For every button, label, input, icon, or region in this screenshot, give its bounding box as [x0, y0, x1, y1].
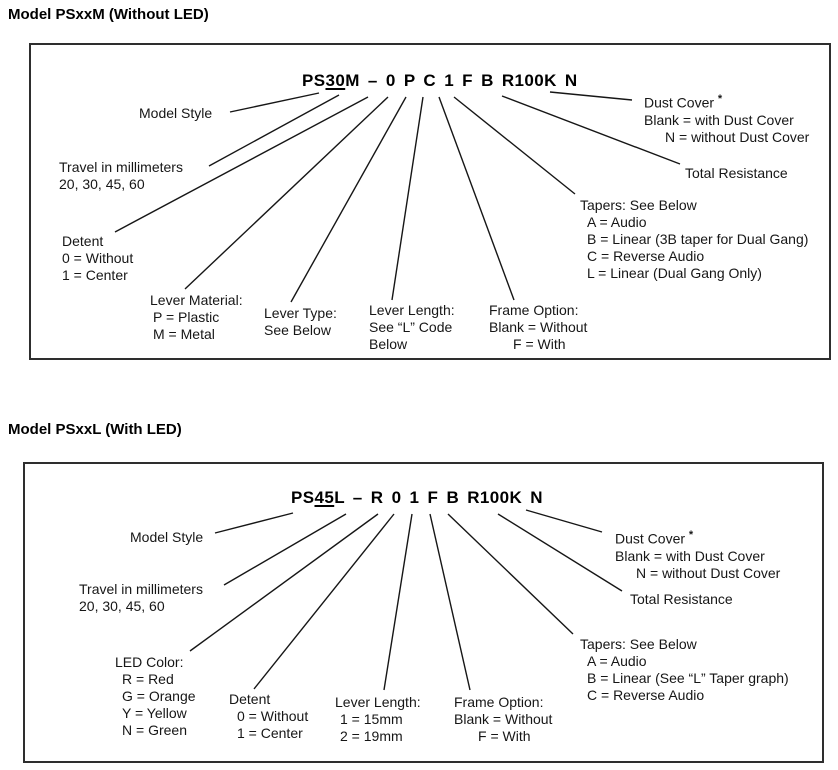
callout-lever-length-option: 2 = 19mm: [340, 728, 403, 744]
callout-travel: Travel in millimeters 20, 30, 45, 60: [59, 159, 183, 193]
callout-detent-title: Detent: [62, 233, 104, 249]
callout-led-color-title: LED Color:: [115, 654, 184, 670]
callout-dust-cover-option: N = without Dust Cover: [636, 564, 781, 581]
callout-frame-option: Frame Option: Blank = Without F = With: [489, 302, 587, 353]
callout-tapers-option: C = Reverse Audio: [587, 687, 705, 703]
callout-frame-option-option: F = With: [513, 336, 566, 352]
callout-travel-values: 20, 30, 45, 60: [79, 598, 165, 614]
callout-frame-option-option: F = With: [478, 728, 531, 744]
callout-frame-option-option: Blank = Without: [489, 319, 588, 335]
callout-frame-option: Frame Option: Blank = Without F = With: [454, 694, 552, 745]
callout-total-resistance: Total Resistance: [630, 591, 733, 607]
callout-tapers-title: Tapers: See Below: [580, 636, 697, 652]
callout-frame-option-title: Frame Option:: [489, 302, 579, 318]
section-psxxl-heading: Model PSxxL (With LED): [8, 421, 182, 438]
part-number-suffix: M – 0 P C 1 F B R100K N: [345, 71, 578, 90]
callout-led-color-option: N = Green: [122, 722, 187, 738]
callout-led-color-option: G = Orange: [122, 688, 196, 704]
callout-frame-option-option: Blank = Without: [454, 711, 553, 727]
callout-detent-option: 1 = Center: [62, 267, 128, 283]
callout-led-color-option: R = Red: [122, 671, 174, 687]
callout-lever-type-note: See Below: [264, 322, 331, 338]
callout-tapers-option: A = Audio: [587, 214, 647, 230]
footnote-asterisk: *: [688, 529, 694, 541]
callout-travel-title: Travel in millimeters: [79, 581, 203, 597]
part-number-travel-code: 30: [325, 71, 346, 90]
callout-tapers-option: B = Linear (3B taper for Dual Gang): [587, 231, 809, 247]
callout-lever-length-note: Below: [369, 336, 408, 352]
callout-tapers-option: B = Linear (See “L” Taper graph): [587, 670, 789, 686]
callout-lever-length-option: 1 = 15mm: [340, 711, 403, 727]
callout-dust-cover-option: N = without Dust Cover: [665, 128, 810, 145]
callout-detent: Detent 0 = Without 1 = Center: [62, 233, 133, 284]
callout-tapers-option: A = Audio: [587, 653, 647, 669]
callout-dust-cover: Dust Cover * Blank = with Dust Cover N =…: [615, 527, 780, 582]
part-number-prefix: PS: [291, 488, 315, 507]
callout-detent-title: Detent: [229, 691, 271, 707]
callout-dust-cover: Dust Cover * Blank = with Dust Cover N =…: [644, 91, 809, 146]
callout-frame-option-title: Frame Option:: [454, 694, 544, 710]
part-number-psxxl: PS45L – R 0 1 F B R100K N: [291, 488, 543, 508]
diagram-box-psxxm: PS30M – 0 P C 1 F B R100K N Model Style …: [29, 43, 831, 360]
callout-lever-length: Lever Length: 1 = 15mm 2 = 19mm: [335, 694, 421, 745]
callout-lever-material: Lever Material: P = Plastic M = Metal: [150, 292, 243, 343]
callout-travel-title: Travel in millimeters: [59, 159, 183, 175]
callout-lever-length: Lever Length: See “L” Code Below: [369, 302, 455, 353]
callout-lever-material-option: M = Metal: [153, 326, 215, 342]
part-number-travel-code: 45: [314, 488, 335, 507]
callout-tapers: Tapers: See Below A = Audio B = Linear (…: [580, 197, 808, 282]
callout-lever-length-title: Lever Length:: [335, 694, 421, 710]
callout-tapers-title: Tapers: See Below: [580, 197, 697, 213]
callout-lever-material-title: Lever Material:: [150, 292, 243, 308]
callout-travel: Travel in millimeters 20, 30, 45, 60: [79, 581, 203, 615]
callout-detent-option: 1 = Center: [237, 725, 303, 741]
callout-travel-values: 20, 30, 45, 60: [59, 176, 145, 192]
callout-detent-option: 0 = Without: [237, 708, 309, 724]
callout-led-color-option: Y = Yellow: [122, 705, 187, 721]
callout-dust-cover-title: Dust Cover *: [644, 93, 723, 111]
part-number-psxxm: PS30M – 0 P C 1 F B R100K N: [302, 71, 578, 91]
callout-dust-cover-option: Blank = with Dust Cover: [615, 547, 765, 564]
callout-lever-length-title: Lever Length:: [369, 302, 455, 318]
callout-lever-length-note: See “L” Code: [369, 319, 453, 335]
callout-detent-option: 0 = Without: [62, 250, 134, 266]
callout-dust-cover-title: Dust Cover *: [615, 529, 694, 547]
callout-lever-type-title: Lever Type:: [264, 305, 337, 321]
callout-lever-material-option: P = Plastic: [153, 309, 220, 325]
callout-model-style: Model Style: [130, 529, 204, 545]
part-number-suffix: L – R 0 1 F B R100K N: [334, 488, 543, 507]
callout-led-color: LED Color: R = Red G = Orange Y = Yellow…: [115, 654, 196, 739]
callout-tapers-option: L = Linear (Dual Gang Only): [587, 265, 762, 281]
callout-tapers: Tapers: See Below A = Audio B = Linear (…: [580, 636, 789, 704]
callout-model-style: Model Style: [139, 105, 213, 121]
callout-total-resistance: Total Resistance: [685, 165, 788, 181]
section-psxxm-heading: Model PSxxM (Without LED): [8, 6, 209, 23]
callout-dust-cover-option: Blank = with Dust Cover: [644, 111, 794, 128]
part-number-prefix: PS: [302, 71, 326, 90]
callout-tapers-option: C = Reverse Audio: [587, 248, 705, 264]
diagram-box-psxxl: PS45L – R 0 1 F B R100K N Model Style Tr…: [23, 462, 824, 763]
callout-detent: Detent 0 = Without 1 = Center: [229, 691, 308, 742]
callout-lever-type: Lever Type: See Below: [264, 305, 337, 339]
footnote-asterisk: *: [717, 93, 723, 105]
